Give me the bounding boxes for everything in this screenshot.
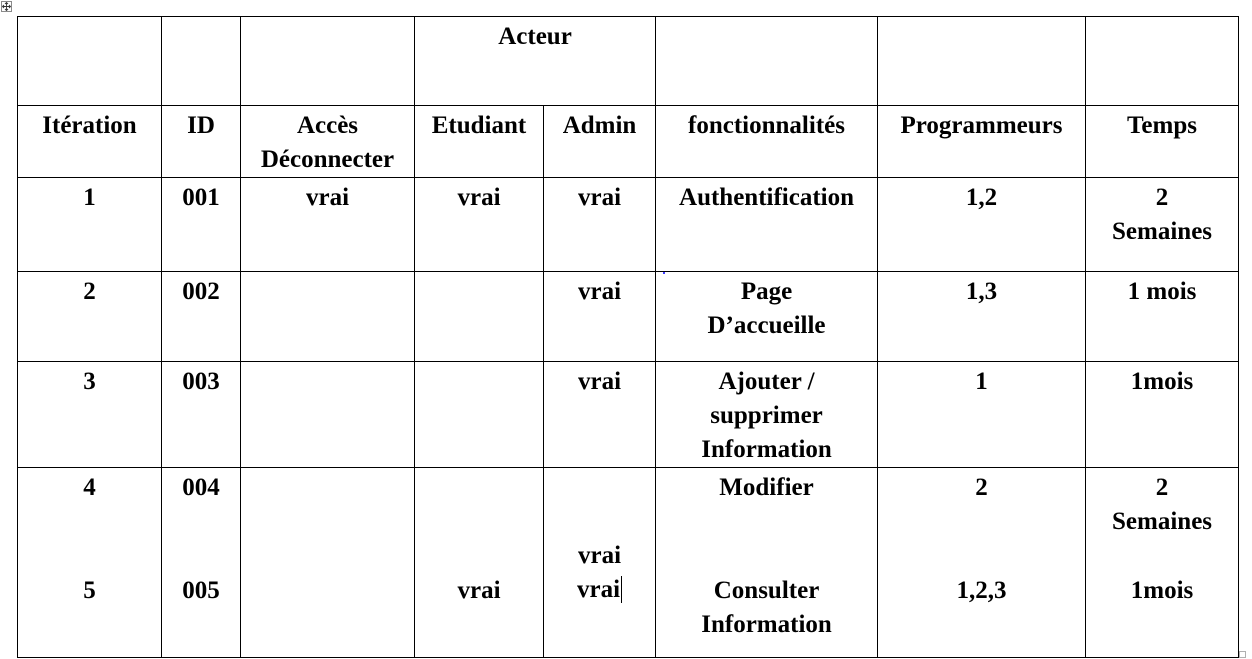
cell-fonct-line2: supprimer [710, 402, 823, 429]
cell-iteration: 3 [17, 361, 162, 468]
cell-temps-b: 1mois [1130, 577, 1194, 604]
cell-fonct-b-line1: Consulter [713, 577, 820, 604]
cell-temps: 1mois [1085, 361, 1240, 468]
planning-table: Acteur Itération ID Accès Déconnecter Et… [17, 16, 1240, 658]
cell-programmeurs: 1 [877, 361, 1087, 468]
cell-iteration: 4 5 [17, 467, 162, 658]
merged-table-row: 4 5 004 005 vrai vrai vrai Modifier Cons… [17, 467, 1240, 658]
empty-header-cell [240, 16, 415, 106]
cell-fonctionnalite: Modifier Consulter Information [655, 467, 879, 658]
cell-fonctionnalite: Page D’accueille [655, 271, 879, 362]
header-programmeurs: Programmeurs [877, 105, 1087, 178]
cell-id: 003 [161, 361, 241, 468]
cell-acces [240, 467, 415, 658]
header-acces-line1: Accès [296, 112, 359, 139]
header-iteration: Itération [17, 105, 162, 178]
cell-admin-b[interactable]: vrai [548, 573, 651, 607]
cell-fonct-line2: D’accueille [707, 312, 826, 339]
cell-temps-a-line2: Semaines [1112, 508, 1213, 535]
table-move-handle-icon[interactable] [1, 1, 12, 12]
cell-id-b: 005 [182, 577, 220, 604]
table-row: 2 002 vrai Page D’accueille 1,3 1 mois [17, 271, 1240, 362]
cell-temps-line1: 2 [1155, 184, 1169, 211]
empty-header-cell [877, 16, 1087, 106]
cell-acces [240, 361, 415, 468]
header-temps: Temps [1085, 105, 1240, 178]
group-header-row: Acteur [17, 16, 1240, 106]
cell-programmeurs: 2 1,2,3 [877, 467, 1087, 658]
cell-programmeurs: 1,3 [877, 271, 1087, 362]
header-acces: Accès Déconnecter [240, 105, 415, 178]
cell-etudiant: vrai [414, 467, 544, 658]
cell-prog-b: 1,2,3 [956, 577, 1007, 604]
cell-admin: vrai [542, 177, 657, 272]
column-header-row: Itération ID Accès Déconnecter Etudiant … [17, 105, 1240, 178]
table-resize-handle-icon[interactable] [1239, 651, 1246, 658]
table-row: 1 001 vrai vrai vrai Authentification 1,… [17, 177, 1240, 272]
cell-etudiant-b: vrai [457, 577, 501, 604]
header-etudiant: Etudiant [414, 105, 544, 178]
cell-acces: vrai [240, 177, 415, 272]
text-cursor [621, 576, 623, 603]
cell-etudiant: vrai [414, 177, 544, 272]
table-row: 3 003 vrai Ajouter / supprimer Informati… [17, 361, 1240, 468]
cell-programmeurs: 1,2 [877, 177, 1087, 272]
cell-iteration: 2 [17, 271, 162, 362]
empty-header-cell [655, 16, 879, 106]
cell-admin: vrai [542, 361, 657, 468]
empty-header-cell [17, 16, 162, 106]
cell-etudiant [414, 271, 544, 362]
header-acces-line2: Déconnecter [260, 146, 395, 173]
cell-temps-line2: Semaines [1112, 218, 1213, 245]
cell-fonct-a: Modifier [719, 474, 814, 501]
cell-temps: 2 Semaines 1mois [1085, 467, 1240, 658]
cell-fonct-line1: Ajouter / [718, 368, 815, 395]
cell-id: 001 [161, 177, 241, 272]
cell-id: 002 [161, 271, 241, 362]
cell-admin: vrai vrai [542, 467, 657, 658]
cell-temps: 2 Semaines [1085, 177, 1240, 272]
cell-iteration-b: 5 [83, 577, 96, 604]
empty-header-cell [1085, 16, 1240, 106]
cell-id: 004 005 [161, 467, 241, 658]
cell-iteration: 1 [17, 177, 162, 272]
cell-prog-a: 2 [975, 474, 988, 501]
cell-etudiant [414, 361, 544, 468]
header-id: ID [161, 105, 241, 178]
cell-fonctionnalite: Authentification [655, 177, 879, 272]
cell-temps-a-line1: 2 [1155, 474, 1169, 501]
cell-admin-a: vrai [577, 542, 622, 569]
cell-acces [240, 271, 415, 362]
header-fonctionnalites: fonctionnalités [655, 105, 879, 178]
cell-fonct-line1: Page [740, 278, 793, 305]
cell-admin-b-text: vrai [576, 576, 621, 603]
cell-fonctionnalite: Ajouter / supprimer Information [655, 361, 879, 468]
cell-fonct-b-line2: Information [701, 611, 832, 638]
cell-id-a: 004 [182, 474, 220, 501]
header-admin: Admin [542, 105, 657, 178]
cell-iteration-a: 4 [83, 474, 96, 501]
empty-header-cell [161, 16, 241, 106]
cell-temps: 1 mois [1085, 271, 1240, 362]
acteur-group-header: Acteur [413, 16, 657, 106]
cell-fonct-line3: Information [701, 436, 832, 463]
cell-admin: vrai [542, 271, 657, 362]
